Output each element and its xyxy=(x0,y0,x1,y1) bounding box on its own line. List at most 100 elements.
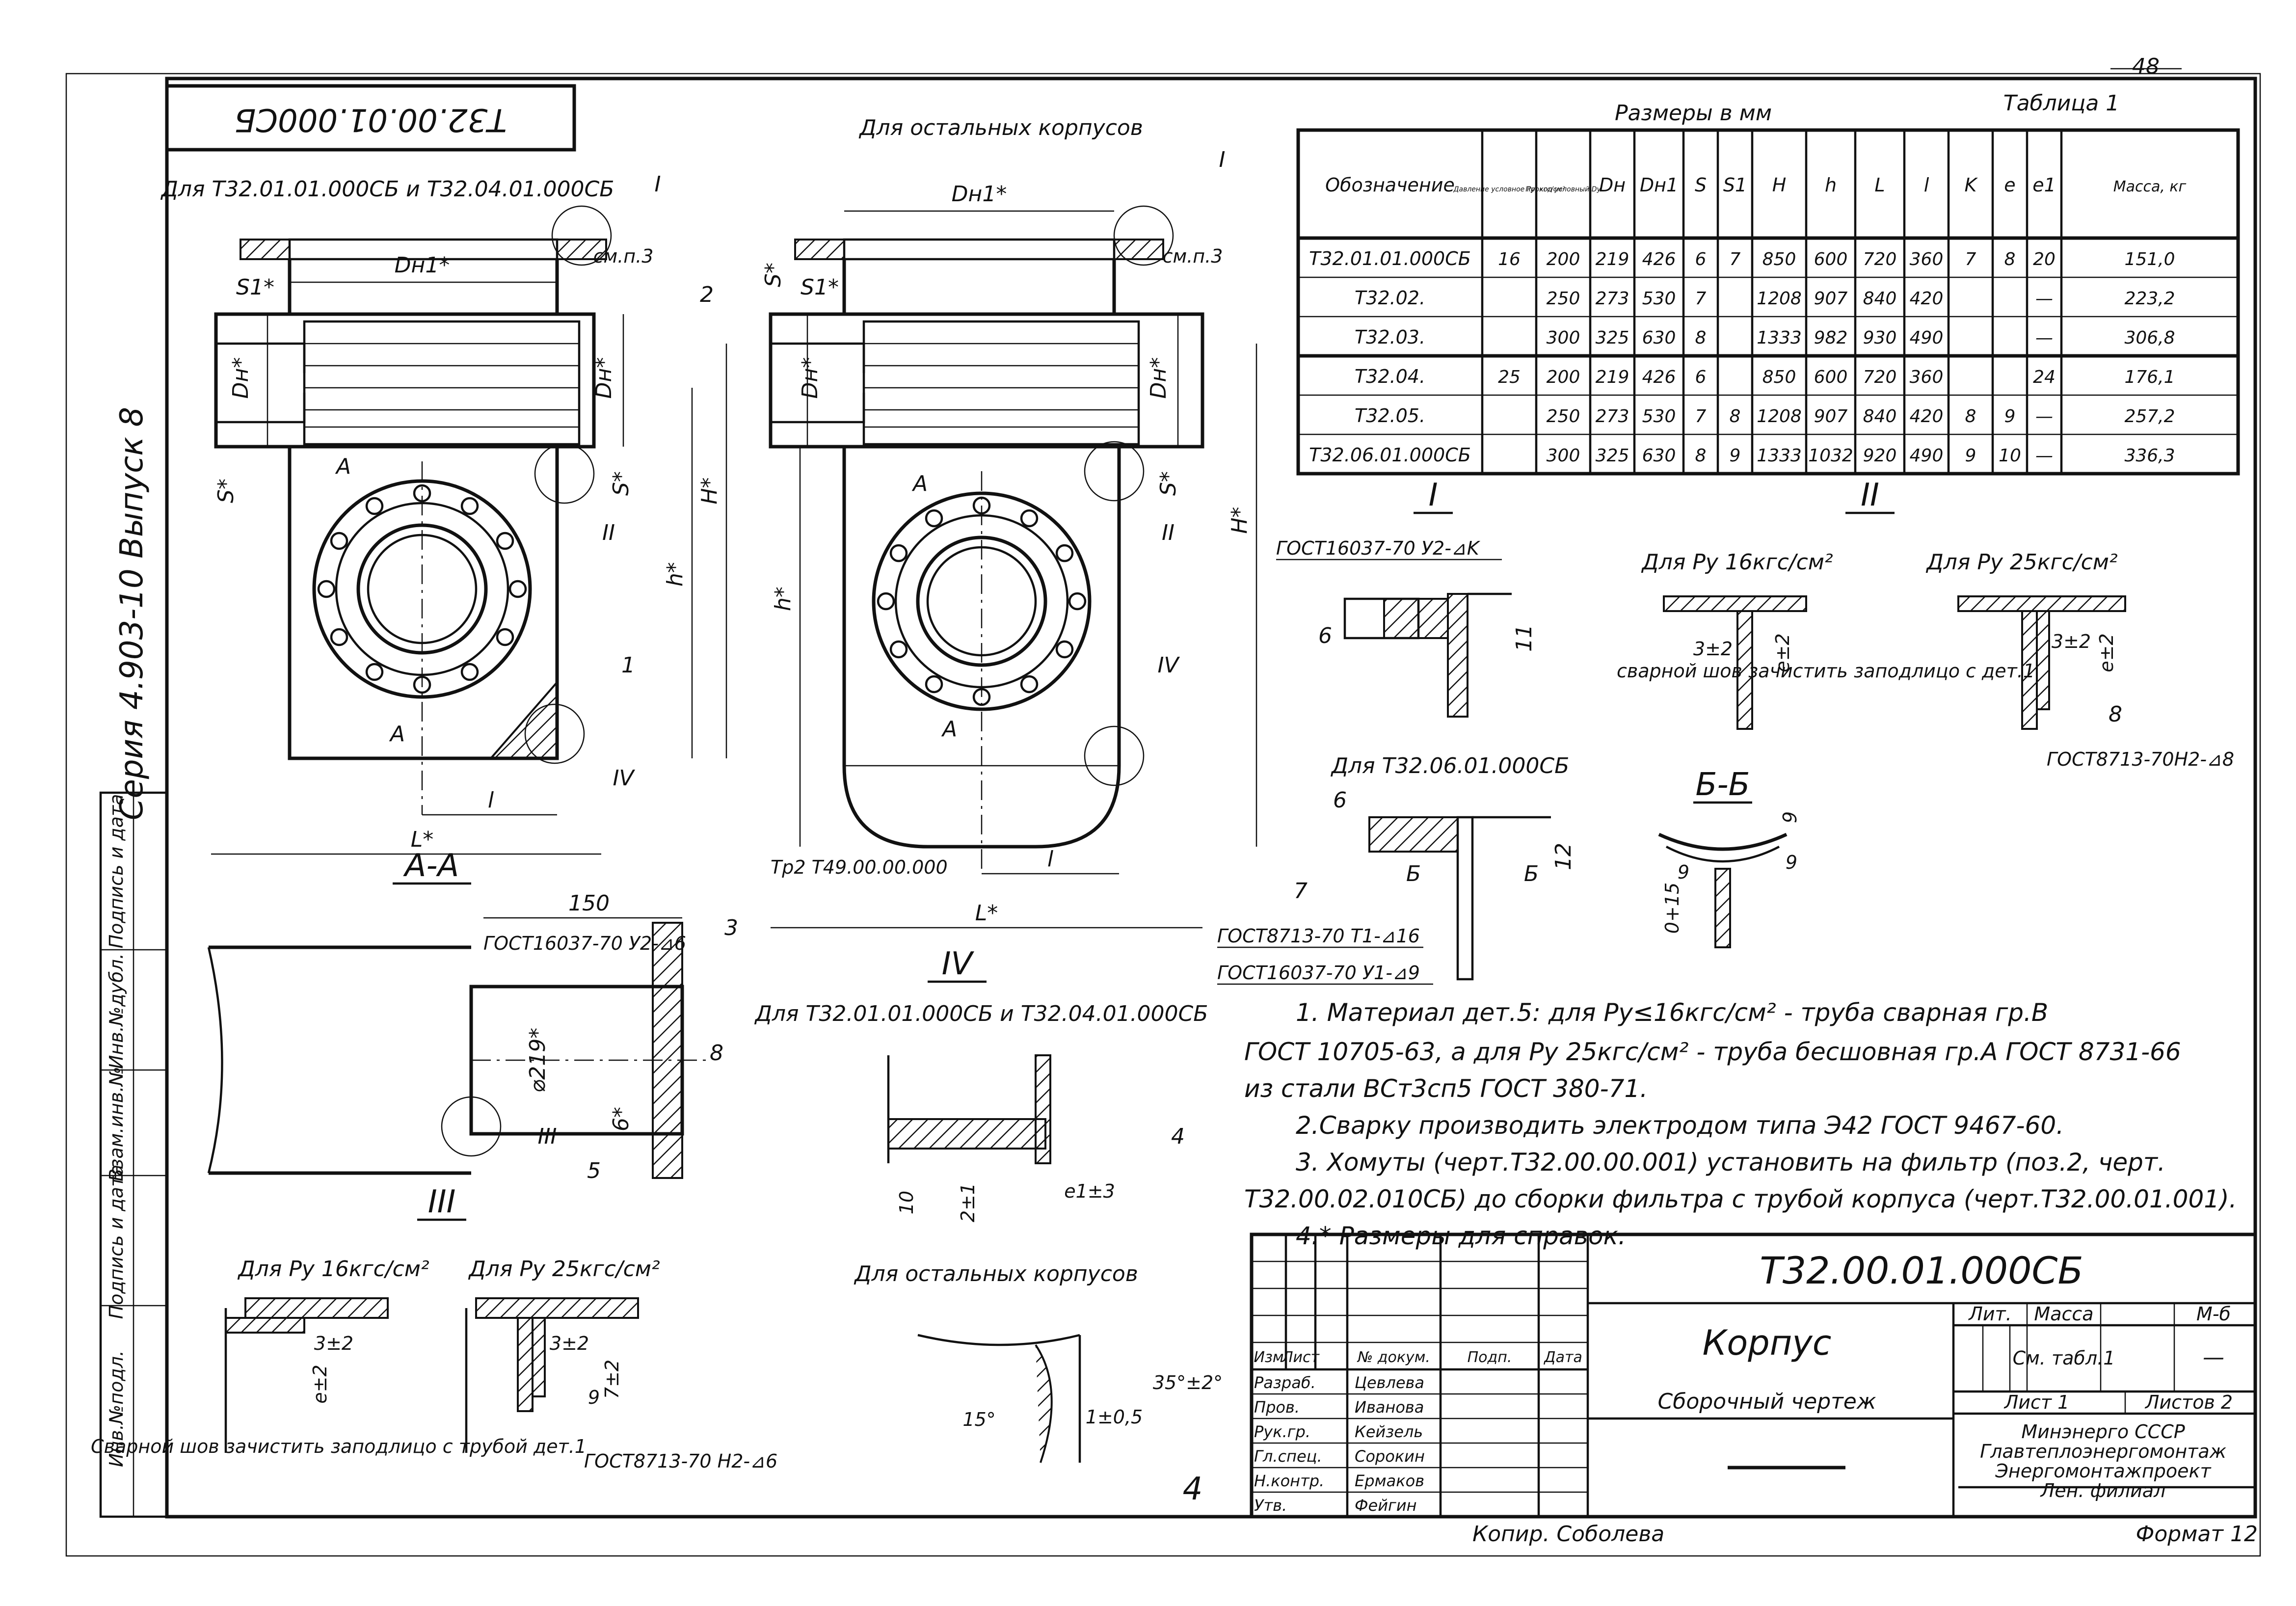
left-detail-II: II xyxy=(602,520,615,545)
page-number: 48 xyxy=(2132,54,2160,79)
detail-06-title: Для Т32.06.01.000СБ xyxy=(1331,753,1570,778)
table-header: L xyxy=(1874,174,1885,196)
left-dim-l: l xyxy=(488,788,494,813)
table-header: Проход условный Dу xyxy=(1525,186,1601,193)
right-detail-IV: IV xyxy=(1157,653,1180,678)
side-stamp-label: Подпись и дата xyxy=(106,794,127,949)
left-note-ref: см.п.3 xyxy=(593,245,654,267)
right-dim-H: H* xyxy=(1227,507,1252,534)
table-cell: Т32.02. xyxy=(1355,287,1425,309)
title-doc-type: Сборочный чертеж xyxy=(1657,1389,1876,1414)
right-detail-II: II xyxy=(1162,520,1175,545)
left-detail-IV: IV xyxy=(613,766,635,791)
detail-II-dim-3: 3±2 xyxy=(1693,638,1733,660)
detail-II-dim-e-b: e±2 xyxy=(2096,633,2117,672)
title-role-header: Дата xyxy=(1543,1349,1582,1366)
left-dim-dn1: Dн1* xyxy=(395,253,450,278)
title-role: Гл.спец. xyxy=(1254,1447,1322,1466)
table-cell: 490 xyxy=(1910,328,1944,348)
title-org-line: Лен. филиал xyxy=(2040,1480,2166,1501)
table-cell: 325 xyxy=(1596,328,1629,348)
right-dim-h: h* xyxy=(771,587,796,611)
table-cell: 20 xyxy=(2033,249,2056,269)
table-header: H xyxy=(1772,174,1787,196)
title-role: Утв. xyxy=(1254,1496,1287,1515)
note-line: 1. Материал дет.5: для Pу≤16кгс/см² - тр… xyxy=(1296,998,2048,1027)
table-cell: 630 xyxy=(1642,446,1676,466)
table-cell: 420 xyxy=(1910,289,1944,309)
detail-IV-dim-15deg: 15° xyxy=(962,1409,995,1430)
detail-III-dim-7: 7±2 xyxy=(601,1360,623,1399)
table-cell: 300 xyxy=(1547,328,1580,348)
series-label: Серия 4.903-10 Выпуск 8 xyxy=(114,407,150,820)
table-cell: 24 xyxy=(2033,367,2056,387)
detail-06-mark-b2: Б xyxy=(1524,861,1539,886)
detail-III-p25: Для Pу 25кгс/см² xyxy=(468,1257,660,1282)
table-cell: 8 xyxy=(1695,328,1707,348)
weld-ref-w1: ГОСТ16037-70 У2-⊿K xyxy=(1276,537,1481,559)
detail-III-p16: Для Pу 16кгс/см² xyxy=(237,1257,429,1282)
right-section-mark-a: А xyxy=(911,471,928,496)
detail-IV-other-drawing xyxy=(917,1334,1081,1463)
title-copied: Копир. Соболева xyxy=(1472,1522,1664,1547)
table-cell: — xyxy=(2035,328,2053,348)
left-dim-dn-right: Dн* xyxy=(591,357,616,399)
section-bb-dim-0-15: 0+15 xyxy=(1661,883,1683,934)
section-bb-dim-9c: 9 xyxy=(1786,852,1797,873)
table-header: Обозначение xyxy=(1325,174,1455,196)
table-cell: 360 xyxy=(1910,367,1944,387)
title-format: Формат 12 xyxy=(2136,1522,2258,1547)
table-cell: 840 xyxy=(1863,406,1897,427)
table-cell: 426 xyxy=(1642,249,1676,269)
detail-IV-dim-1: 1±0,5 xyxy=(1086,1406,1143,1428)
weld-ref-w6: ГОСТ8713-70Н2-⊿8 xyxy=(2047,749,2234,770)
detail-06-drawing xyxy=(1368,816,1551,981)
table-header: S1 xyxy=(1723,174,1747,196)
section-bb-dim-9a: 9 xyxy=(1779,811,1801,823)
left-dim-H: H* xyxy=(697,477,722,504)
section-aa-drawing xyxy=(207,917,707,1179)
weld-ref-w4: ГОСТ16037-70 У1-⊿9 xyxy=(1217,962,1420,984)
note-line: из стали ВСт3сп5 ГОСТ 380-71. xyxy=(1244,1074,1648,1103)
detail-II-p25: Для Pу 25кгс/см² xyxy=(1925,550,2117,575)
table-cell: 420 xyxy=(1910,406,1944,427)
table-cell: 176,1 xyxy=(2124,367,2175,387)
section-aa-dim-6: 6* xyxy=(609,1107,634,1131)
left-dim-h: h* xyxy=(663,562,688,587)
title-people: Разраб.ЦевлеваПров.ИвановаРук.гр.Кейзель… xyxy=(1254,1373,1425,1515)
detail-II-weld-note: сварной шов зачистить заподлицо с дет.1 xyxy=(1617,660,2035,682)
table-cell: 250 xyxy=(1547,406,1580,427)
detail-II-part-8: 8 xyxy=(2109,702,2122,727)
left-dim-s: S* xyxy=(214,479,239,503)
title-scale-value: — xyxy=(2203,1345,2224,1370)
table-cell: 930 xyxy=(1863,328,1897,348)
detail-IV-other-title: Для остальных корпусов xyxy=(854,1261,1138,1286)
detail-I-dim-11: 11 xyxy=(1512,624,1537,652)
table-cell: 490 xyxy=(1910,446,1944,466)
table-cell: 325 xyxy=(1596,446,1629,466)
title-person: Фейгин xyxy=(1355,1496,1417,1515)
table-headers: Обозначение Давление условное Pу, кгс/см… xyxy=(1325,174,2186,196)
weld-ref-w3: ГОСТ8713-70 Т1-⊿16 xyxy=(1217,925,1420,947)
table-cell: 336,3 xyxy=(2124,446,2175,466)
table-cell: 907 xyxy=(1814,289,1848,309)
table-cell: 1333 xyxy=(1757,328,1802,348)
table-cell: Т32.04. xyxy=(1355,366,1425,387)
technical-notes: 1. Материал дет.5: для Pу≤16кгс/см² - тр… xyxy=(1244,998,2237,1250)
side-stamp-label: Инв.№дубл. xyxy=(106,953,127,1069)
title-role-header: № докум. xyxy=(1357,1349,1430,1366)
table-cell: 360 xyxy=(1910,249,1944,269)
left-dim-L: L* xyxy=(411,827,434,852)
table-cell: 982 xyxy=(1814,328,1848,348)
table-cell: 907 xyxy=(1814,406,1848,427)
note-line: ГОСТ 10705-63, а для Pу 25кгс/см² - труб… xyxy=(1244,1038,2181,1066)
detail-II-drawings xyxy=(1663,595,2126,730)
detail-III-dim-3: 3±2 xyxy=(314,1333,353,1354)
table-cell: 6 xyxy=(1695,367,1707,387)
left-section-mark-a: А xyxy=(335,454,351,479)
note-line: 2.Сварку производить электродом типа Э42… xyxy=(1296,1111,2064,1140)
title-role: Пров. xyxy=(1254,1398,1300,1417)
title-org-line: Минэнерго СССР xyxy=(2021,1421,2185,1443)
detail-IV-dim-10: 10 xyxy=(896,1191,917,1214)
detail-IV-subtitle: Для Т32.01.01.000СБ и Т32.04.01.000СБ xyxy=(754,1001,1208,1026)
